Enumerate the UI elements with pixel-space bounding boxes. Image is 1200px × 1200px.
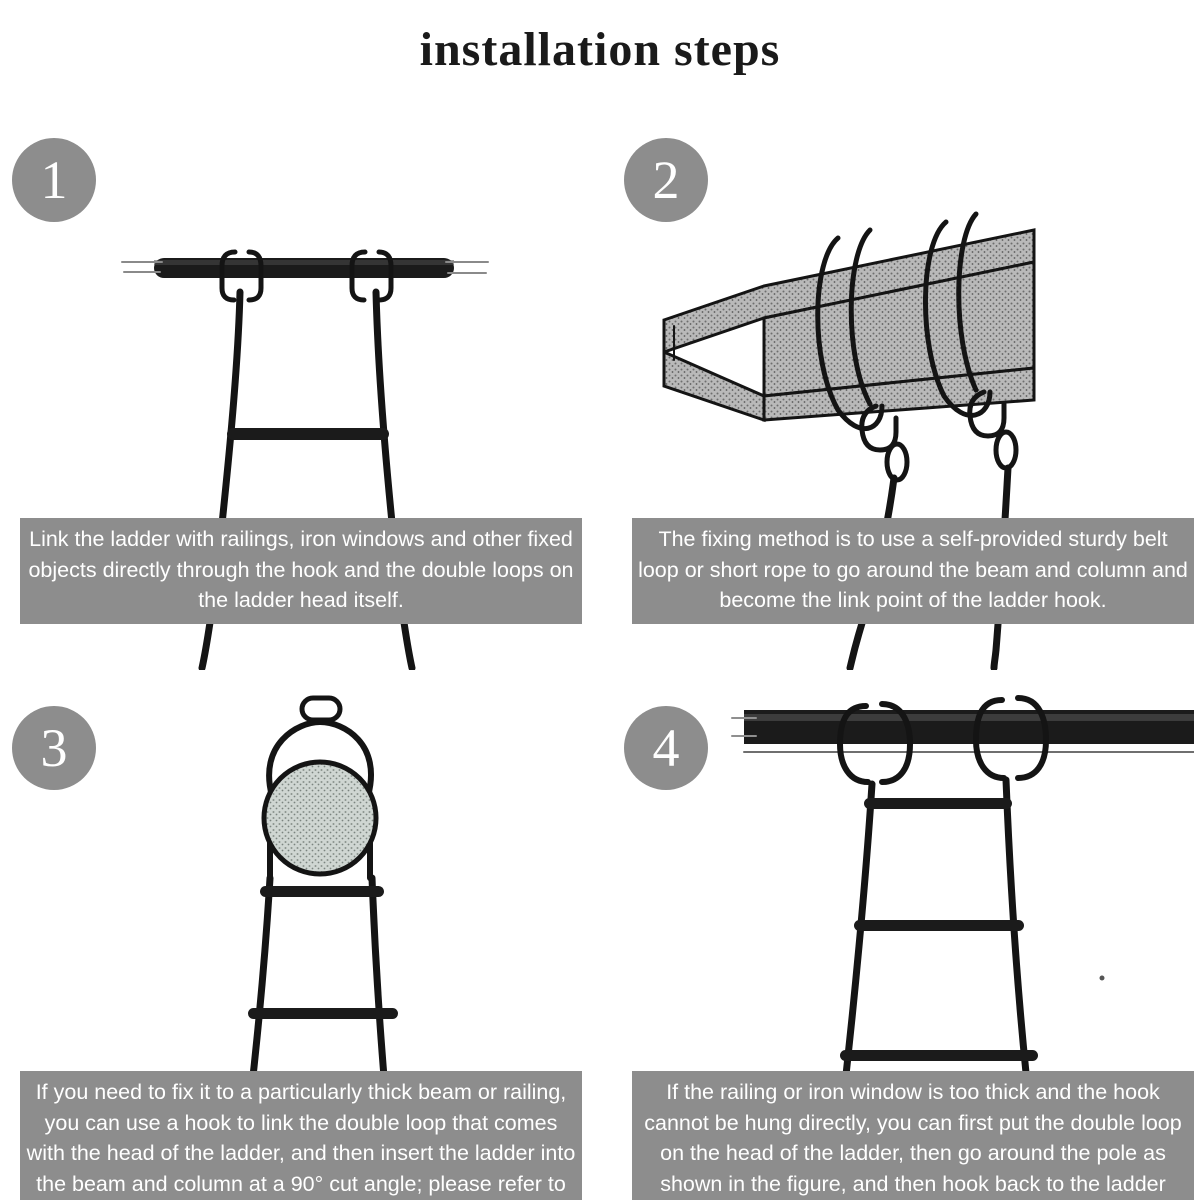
step-number-badge-2: 2 — [624, 138, 708, 222]
step-4-caption: If the railing or iron window is too thi… — [632, 1071, 1194, 1200]
step-panel-2: 2 — [614, 110, 1194, 670]
rail-bar-icon — [121, 258, 489, 278]
step-3-caption: If you need to fix it to a particularly … — [20, 1071, 582, 1200]
step-4-illustration — [731, 695, 1194, 1200]
round-beam-cross-section — [261, 759, 379, 877]
i-beam-icon — [662, 228, 1036, 423]
step-number-badge-3: 3 — [12, 706, 96, 790]
step-number-badge-1: 1 — [12, 138, 96, 222]
step-panel-1: 1 — [2, 110, 582, 670]
step-panel-3: 3 — [2, 678, 582, 1200]
step-number-badge-4: 4 — [624, 706, 708, 790]
page-title: installation steps — [419, 23, 781, 76]
step-2-illustration — [662, 211, 1036, 670]
thick-pole-icon — [731, 710, 1194, 753]
step-2-caption: The fixing method is to use a self-provi… — [632, 518, 1194, 624]
step-1-caption: Link the ladder with railings, iron wind… — [20, 518, 582, 624]
hook-ring-icon — [299, 695, 343, 723]
step-panel-4: 4 — [614, 678, 1194, 1200]
